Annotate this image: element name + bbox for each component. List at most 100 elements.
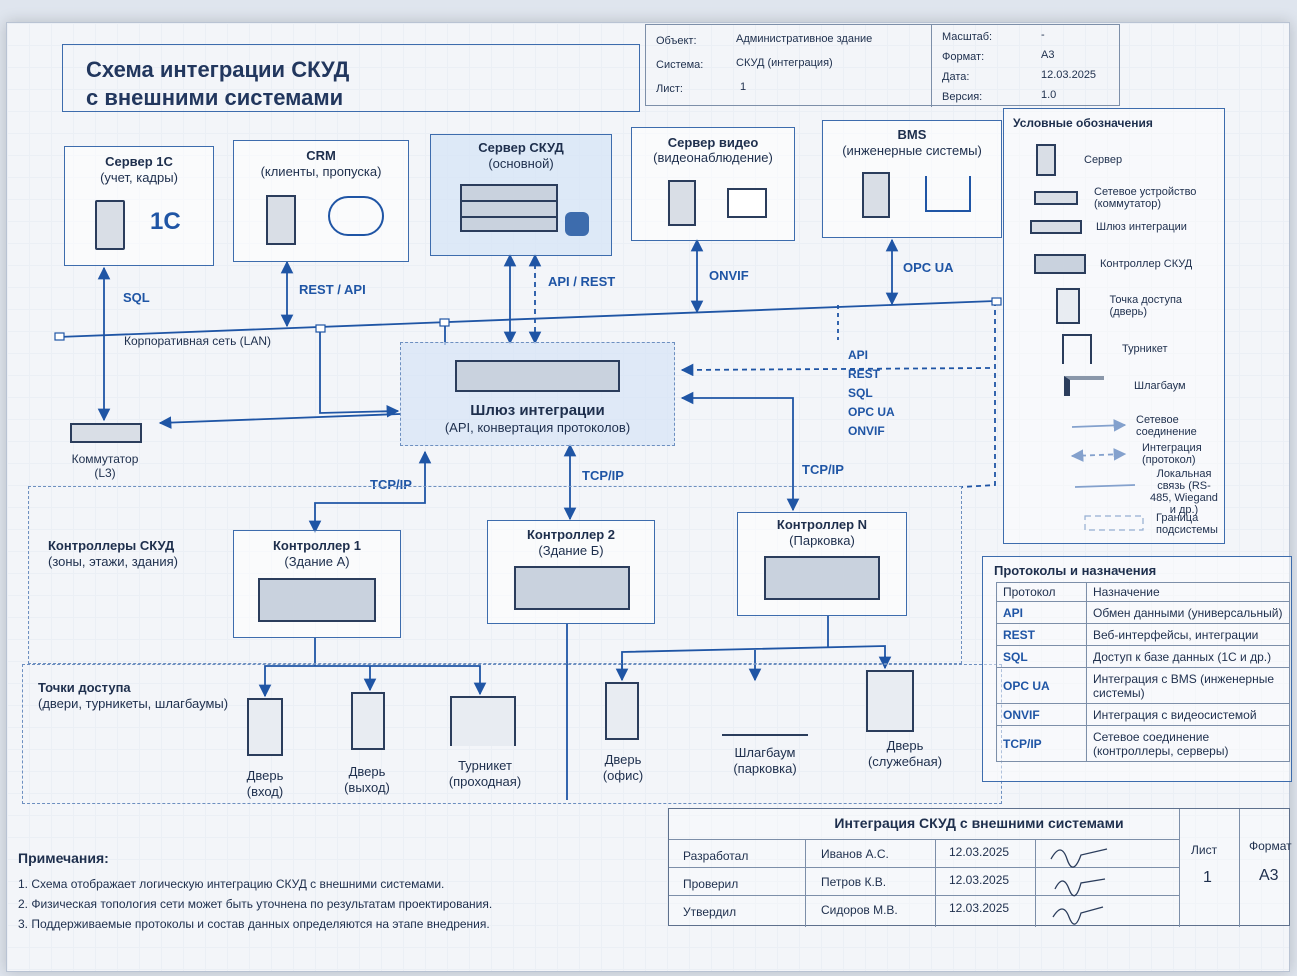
api-rest-label: API / REST [548, 274, 616, 289]
controller-icon [764, 556, 880, 600]
footer-format-label: Формат [1249, 839, 1292, 853]
server-1c-title: Сервер 1С [105, 154, 173, 169]
footer-title: Интеграция СКУД с внешними системами [834, 815, 1124, 831]
access-point-3-title: Турникет [458, 758, 512, 773]
notes-title: Примечания: [18, 850, 109, 866]
crm-box [233, 140, 409, 262]
video-server-title: Сервер видео [667, 135, 759, 150]
server-icon [95, 200, 125, 250]
gateway-title: Шлюз интеграции [470, 402, 605, 419]
protocols-header-protocol: Протокол [996, 582, 1087, 602]
legend-label: Контроллер СКУД [1100, 258, 1193, 270]
version-value: 1.0 [1041, 89, 1057, 101]
object-value: Административное здание [736, 33, 873, 45]
gateway-subtitle: (API, конвертация протоколов) [444, 420, 631, 435]
bms-subtitle: (инженерные системы) [842, 143, 982, 158]
access-point-5-title: Шлагбаум [734, 745, 796, 760]
footer-stamp: Интеграция СКУД с внешними системами Раз… [668, 808, 1292, 927]
opc-ua-label: OPC UA [903, 260, 954, 275]
legend-label: Турникет [1122, 343, 1168, 355]
server-icon [1036, 144, 1056, 176]
protocols-title: Протоколы и назначения [994, 563, 1157, 578]
note-item: 2. Физическая топология сети может быть … [18, 897, 493, 911]
tcpip-label-1: TCP/IP [370, 477, 412, 492]
door-icon [866, 670, 914, 732]
note-item: 3. Поддерживаемые протоколы и состав дан… [18, 917, 490, 931]
gateway-icon [1030, 220, 1082, 234]
format-value: А3 [1041, 49, 1055, 61]
tcpip-label-3: TCP/IP [802, 462, 844, 477]
access-point-1-subtitle: (вход) [246, 784, 284, 799]
access-group-subtitle: (двери, турникеты, шлагбаумы) [38, 696, 229, 711]
turnstile-icon [450, 696, 516, 746]
crm-subtitle: (клиенты, пропуска) [260, 164, 382, 179]
system-value: СКУД (интеграция) [736, 57, 833, 69]
protocol-tag: REST [848, 367, 881, 381]
access-point-1-title: Дверь [246, 768, 284, 783]
rest-api-label: REST / API [299, 282, 366, 297]
purpose-cell: Сетевое соединение (контроллеры, серверы… [1086, 725, 1290, 762]
purpose-cell: Интеграция с BMS (инженерные системы) [1086, 667, 1290, 704]
legend-label: Шлюз интеграции [1096, 221, 1187, 233]
controller-n-subtitle: (Парковка) [789, 533, 855, 548]
server-icon [668, 180, 696, 226]
name-cell: Петров К.В. [821, 875, 887, 889]
access-point-4-title: Дверь [604, 752, 642, 767]
controller-icon [1034, 254, 1086, 274]
monitor-play-icon [727, 188, 767, 218]
protocol-cell: TCP/IP [996, 725, 1087, 762]
role-cell: Проверил [683, 877, 739, 891]
controllers-group-subtitle: (зоны, этажи, здания) [48, 554, 178, 569]
access-point-3-subtitle: (проходная) [448, 774, 522, 789]
video-server-box [631, 127, 795, 241]
bms-box [822, 120, 1002, 238]
name-cell: Сидоров М.В. [821, 903, 898, 917]
video-server-subtitle: (видеонаблюдение) [653, 150, 773, 165]
note-item: 1. Схема отображает логическую интеграци… [18, 877, 445, 891]
controllers-subsystem [28, 486, 962, 664]
sql-label: SQL [123, 290, 150, 305]
object-label: Объект: [656, 35, 697, 47]
switch-icon [1034, 191, 1078, 205]
switch-title: Коммутатор [71, 452, 139, 466]
header-stamp: Объект: Административное здание Система:… [645, 24, 1120, 107]
door-icon [1056, 288, 1080, 324]
legend-label: Точка доступа (дверь) [1109, 294, 1183, 318]
legend-label: Шлагбаум [1134, 380, 1186, 392]
door-icon [247, 698, 283, 756]
skud-server-subtitle: (основной) [488, 156, 554, 171]
title-frame [62, 44, 640, 112]
legend-label: Сетевое устройство (коммутатор) [1094, 186, 1197, 210]
server-icon [266, 195, 296, 245]
server-icon [862, 172, 890, 218]
role-cell: Утвердил [683, 905, 737, 919]
access-point-2-title: Дверь [348, 764, 386, 779]
title-line-1: Схема интеграции СКУД [86, 57, 350, 82]
controller-2-title: Контроллер 2 [526, 527, 615, 542]
cloud-users-icon [328, 196, 384, 236]
legend-label: Интеграция (протокол) [1142, 442, 1202, 466]
protocols-header-purpose: Назначение [1086, 582, 1290, 602]
date-cell: 12.03.2025 [949, 845, 1010, 859]
purpose-cell: Веб-интерфейсы, интеграции [1086, 623, 1290, 646]
legend-title: Условные обозначения [1013, 116, 1153, 130]
buildings-gear-icon [925, 176, 971, 212]
date-label: Дата: [942, 71, 970, 83]
sheet-label: Лист: [656, 83, 683, 95]
gateway-box [400, 342, 675, 446]
controller-2-subtitle: (Здание Б) [538, 543, 604, 558]
purpose-cell: Интеграция с видеосистемой [1086, 703, 1290, 726]
door-icon [351, 692, 385, 750]
controller-icon [514, 566, 630, 610]
server-1c-subtitle: (учет, кадры) [100, 170, 178, 185]
protocol-tag: OPC UA [848, 405, 895, 419]
onvif-label: ONVIF [709, 268, 749, 283]
footer-format-value: А3 [1259, 867, 1279, 884]
scale-label: Масштаб: [942, 31, 993, 43]
tcpip-label-2: TCP/IP [582, 468, 624, 483]
controller-icon [258, 578, 376, 622]
access-point-2-subtitle: (выход) [344, 780, 390, 795]
access-point-6-subtitle: (служебная) [867, 754, 943, 769]
